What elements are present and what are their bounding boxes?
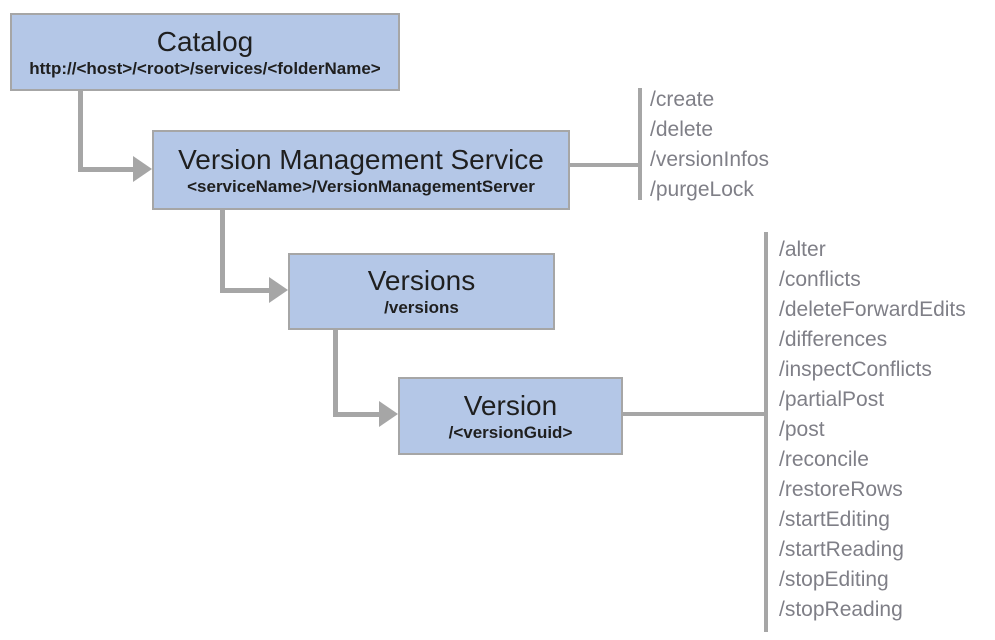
bracket-vms-vertical [638,88,642,200]
vms-operations-list: /create /delete /versionInfos /purgeLock [650,85,769,205]
node-versions: Versions /versions [288,253,555,330]
node-catalog-title: Catalog [156,25,254,57]
node-version: Version /<versionGuid> [398,377,623,455]
arrowhead-versions-version [379,401,398,427]
connector-catalog-vms-horizontal [78,167,135,172]
operation-item: /delete [650,118,714,141]
operation-item: /startEditing [779,508,890,531]
node-versions-url: /versions [384,298,459,317]
operation-item: /create [650,88,715,111]
bracket-version-vertical [764,232,768,632]
operation-item: /reconcile [779,448,869,471]
operation-item: /stopEditing [779,568,889,591]
node-catalog: Catalog http://<host>/<root>/services/<f… [10,13,400,91]
connector-versions-version-horizontal [333,412,381,417]
node-vms-url: <serviceName>/VersionManagementServer [187,176,535,196]
operation-item: /versionInfos [650,148,770,171]
connector-versions-version-vertical [333,330,338,417]
bracket-vms-horizontal [570,163,640,167]
operation-item: /stopReading [779,598,903,621]
operation-item: /purgeLock [650,178,754,201]
bracket-version-horizontal [623,412,766,416]
node-versions-title: Versions [367,265,476,296]
node-catalog-url: http://<host>/<root>/services/<folderNam… [29,58,381,78]
arrowhead-catalog-vms [133,156,152,182]
operation-item: /partialPost [779,388,885,411]
operation-item: /alter [779,238,826,261]
version-operations-list: /alter /conflicts /deleteForwardEdits /d… [779,235,966,625]
connector-vms-versions-vertical [220,210,225,293]
operation-item: /differences [779,328,888,351]
arrowhead-vms-versions [269,277,288,303]
node-vms-title: Version Management Service [178,143,544,175]
operation-item: /startReading [779,538,904,561]
connector-vms-versions-horizontal [220,288,271,293]
node-version-url: /<versionGuid> [448,422,573,442]
operation-item: /conflicts [779,268,861,291]
connector-catalog-vms-vertical [78,91,83,172]
operation-item: /post [779,418,825,441]
node-version-management-service: Version Management Service <serviceName>… [152,130,570,210]
operation-item: /deleteForwardEdits [779,298,966,321]
operation-item: /inspectConflicts [779,358,932,381]
operation-item: /restoreRows [779,478,903,501]
node-version-title: Version [463,389,558,421]
